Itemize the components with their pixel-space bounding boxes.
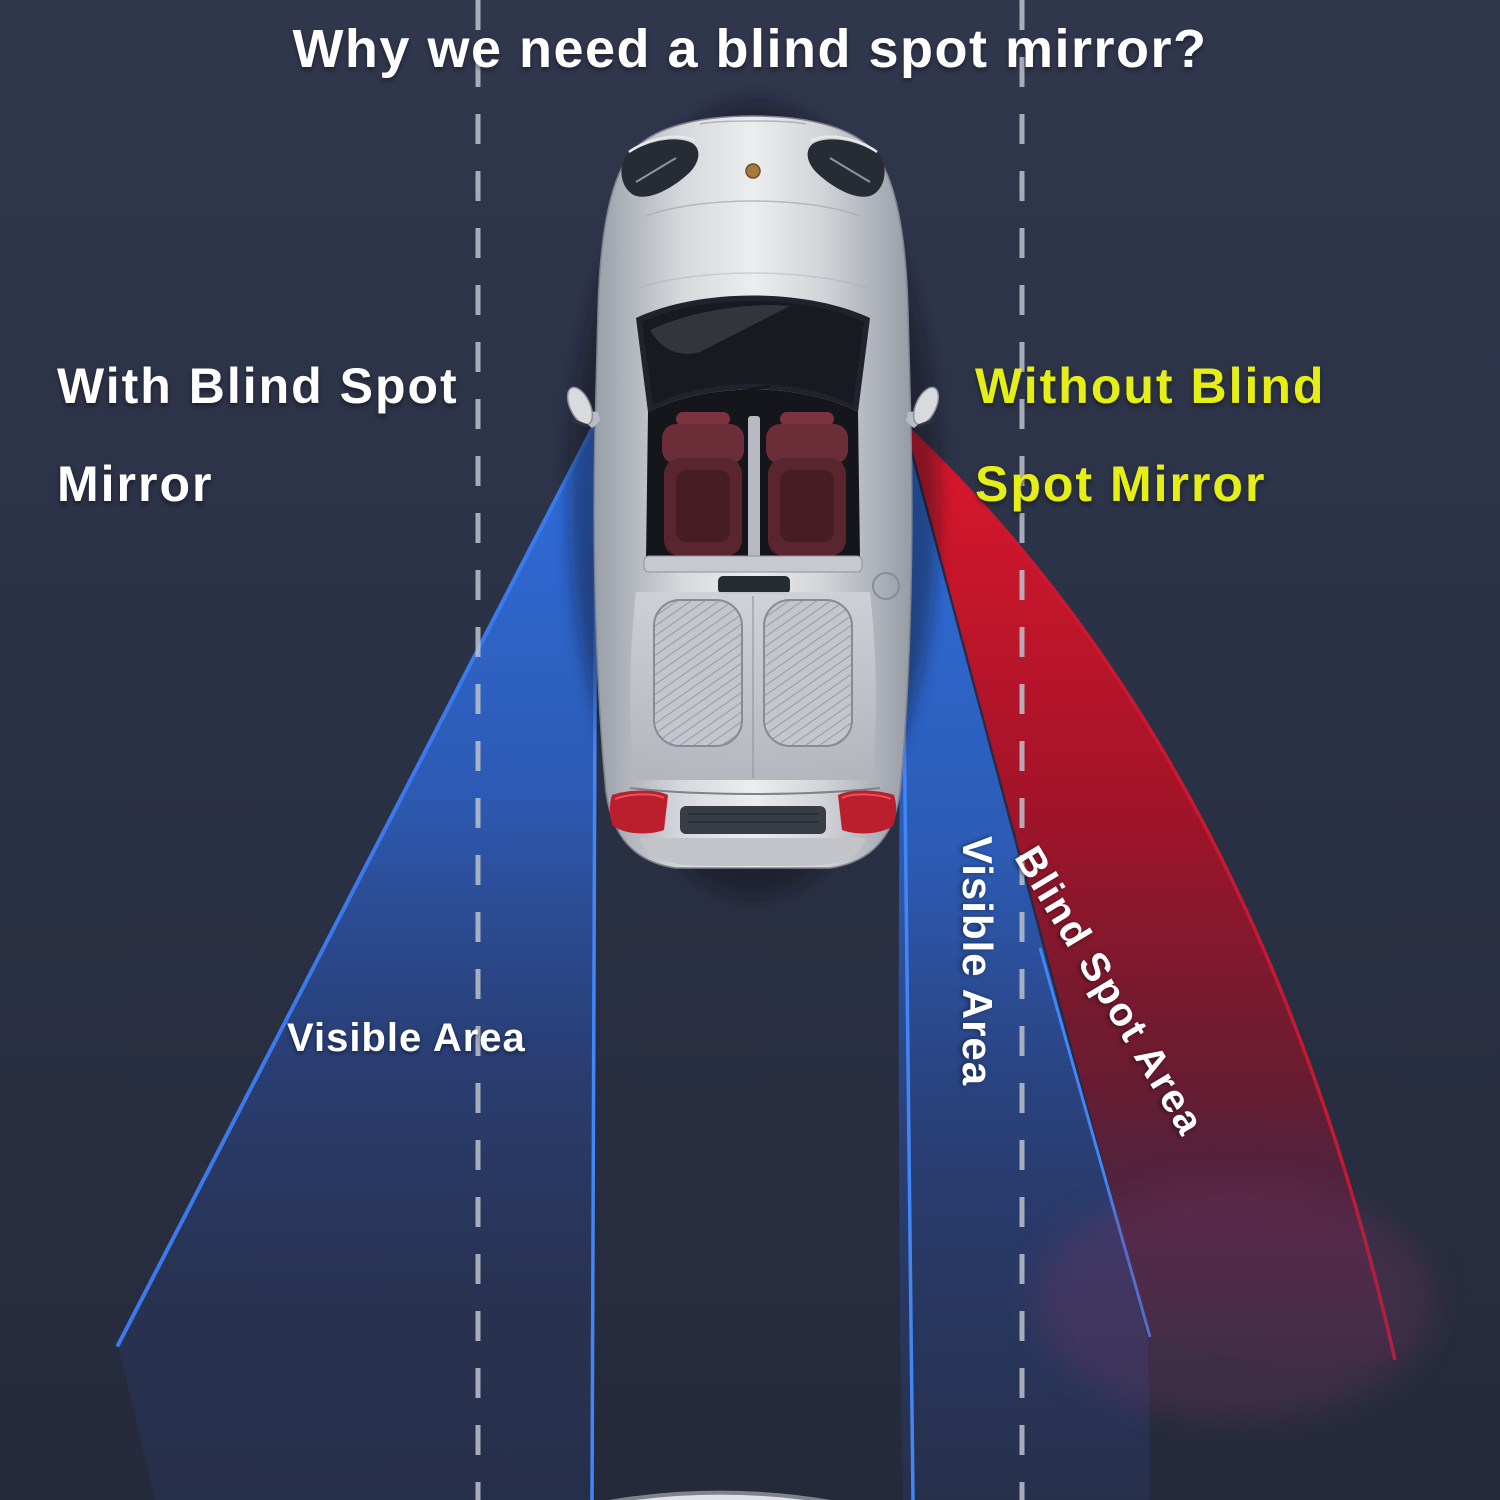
- side-mirror-right: [906, 386, 940, 428]
- visible-area-cone-left: [118, 404, 604, 1500]
- lane-markings: [475, 0, 1025, 1500]
- with-mirror-label-line1: With Blind Spot: [57, 358, 459, 414]
- taillights: [609, 790, 897, 834]
- visible-area-label-left: Visible Area: [287, 1016, 526, 1060]
- car-top-view: [566, 102, 940, 898]
- cabin-interior: [646, 389, 860, 560]
- engine-deck: [629, 555, 900, 795]
- page-title: Why we need a blind spot mirror?: [292, 19, 1208, 79]
- blind-spot-edge-line: [903, 423, 1397, 1361]
- headlights: [621, 135, 885, 197]
- windshield: [636, 295, 870, 412]
- visible-cone-left-edge-line: [116, 404, 606, 1347]
- hood-emblem: [745, 163, 761, 179]
- beam-fade-glow: [1035, 1180, 1435, 1420]
- rear-bumper: [640, 806, 866, 866]
- side-mirror-left: [566, 386, 600, 428]
- fuel-cap: [872, 572, 900, 600]
- with-mirror-label-line2: Mirror: [57, 456, 214, 512]
- visible-area-label-right: Visible Area: [954, 836, 1001, 1087]
- without-mirror-label-line2: Spot Mirror: [975, 456, 1267, 512]
- without-mirror-label-line1: Without Blind: [975, 358, 1326, 414]
